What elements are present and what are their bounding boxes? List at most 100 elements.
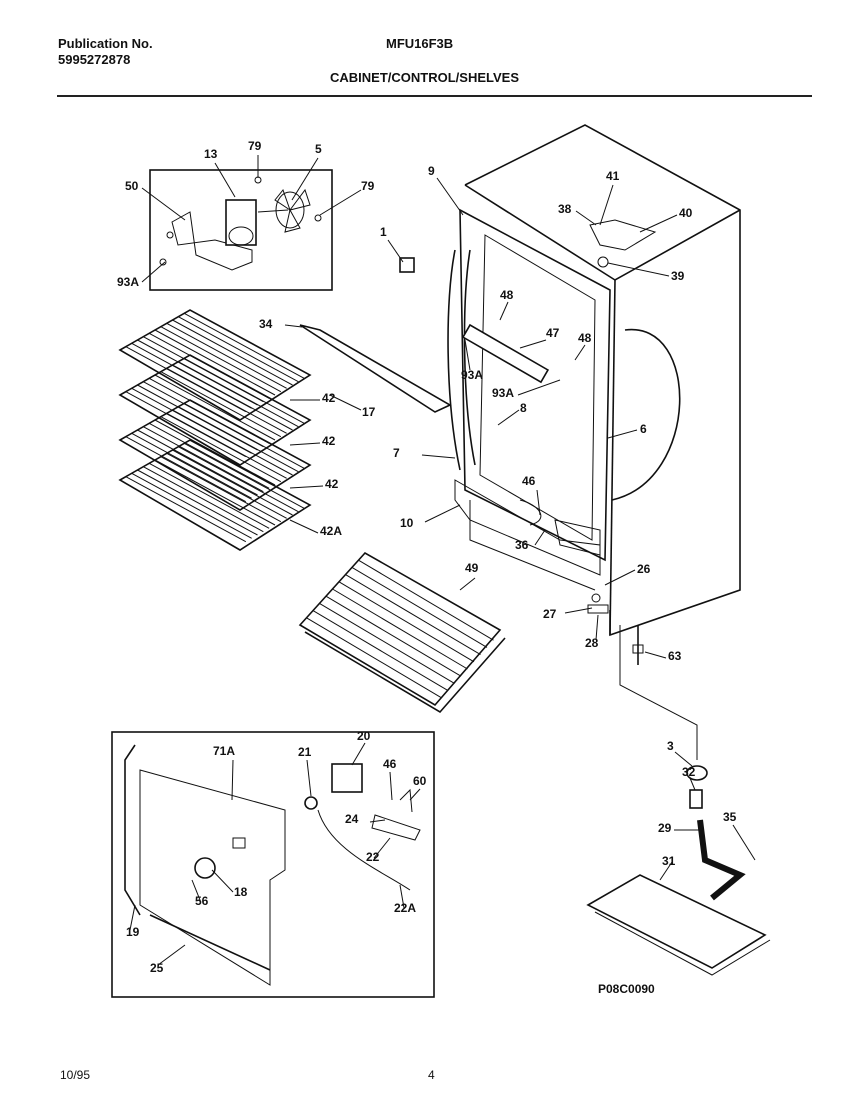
callout-leader-line (289, 519, 319, 534)
callout-leader-line (157, 944, 186, 966)
shelf-wire (166, 412, 287, 479)
callout-label: 48 (500, 288, 514, 302)
callout-label: 10 (400, 516, 414, 530)
callout-label: 39 (671, 269, 685, 283)
callout-leader-line (409, 788, 421, 801)
callout-label: 42 (325, 477, 339, 491)
callout-leader-line (607, 262, 670, 277)
callout-label: 3 (667, 739, 674, 753)
callout-leader-line (497, 409, 520, 426)
callout-leader-line (389, 771, 393, 801)
basket-wire (319, 602, 455, 684)
callout-label: 47 (546, 326, 560, 340)
callout-leader-line (464, 339, 471, 371)
shelf-wire (166, 452, 287, 519)
callout-label: 29 (658, 821, 672, 835)
callout-leader-line (536, 489, 541, 516)
shelf-wire (172, 319, 293, 386)
shelf-wire (125, 476, 247, 543)
callout-label: 26 (637, 562, 651, 576)
shelf-wire (172, 449, 293, 516)
callout-label: 8 (520, 401, 527, 415)
callout-label: 27 (543, 607, 557, 621)
callout-leader-line (141, 261, 166, 283)
shelf-wire (183, 357, 305, 424)
shelf-wire (154, 419, 276, 486)
callout-leader-line (674, 751, 693, 767)
callout-label: 46 (522, 474, 536, 488)
shelf-wire (178, 406, 299, 473)
callout-leader-line (211, 869, 234, 893)
callout-label: 41 (606, 169, 620, 183)
callout-leader-line (319, 189, 362, 216)
callout-leader-line (351, 742, 366, 766)
shelf-wire (178, 316, 299, 383)
callout-label: 31 (662, 854, 676, 868)
callout-leader-line (289, 485, 324, 489)
control-inset (111, 731, 435, 998)
callout-label: 38 (558, 202, 572, 216)
shelf-wire (148, 377, 270, 444)
basket-wire (306, 617, 442, 699)
callout-label: 20 (357, 729, 371, 743)
callout-label: 36 (515, 538, 529, 552)
shelf-wire (137, 429, 258, 496)
callout-leader-line (291, 157, 319, 201)
callout-label: 50 (125, 179, 139, 193)
callout-leader-line (607, 429, 638, 439)
callout-leader-line (129, 904, 136, 931)
cabinet-body (399, 124, 741, 665)
shelf-wire (154, 329, 276, 396)
callout-leader-line (564, 607, 593, 614)
callout-label: 25 (150, 961, 164, 975)
callout-leader-line (517, 379, 561, 396)
callout-label: 40 (679, 206, 693, 220)
shelf-wire (183, 312, 305, 379)
shelf-wire (160, 416, 282, 483)
footer-page: 4 (428, 1068, 435, 1082)
callout-leader-line (289, 442, 321, 446)
callout-leader-line (534, 529, 546, 546)
shelf-wire (160, 371, 282, 438)
callout-leader-line (639, 214, 678, 233)
shelf-grid-lines (125, 312, 305, 543)
shelf-wire (131, 432, 252, 499)
shelf-rail (299, 324, 452, 413)
callout-label: 24 (345, 812, 359, 826)
callout-leader-line (387, 239, 404, 263)
callout-label: 49 (465, 561, 479, 575)
basket-wire (345, 574, 481, 656)
callout-label: 46 (383, 757, 397, 771)
callout-leader-line (369, 819, 386, 823)
shelf-wire (154, 374, 276, 441)
publication-label: Publication No. (58, 36, 153, 51)
shelf-wire (137, 469, 258, 536)
shelf-wire (183, 442, 305, 509)
shelf-wire (172, 409, 293, 476)
basket-wire (312, 610, 449, 692)
callout-leader-line (574, 344, 586, 361)
shelf-wire (160, 456, 282, 523)
callout-label: 42A (320, 524, 342, 538)
callout-label: 93A (117, 275, 139, 289)
callout-label: 35 (723, 810, 737, 824)
model-number: MFU16F3B (386, 36, 454, 51)
callout-label: 48 (578, 331, 592, 345)
callout-label: 63 (668, 649, 682, 663)
callout-leader-line (499, 301, 509, 321)
page-title: CABINET/CONTROL/SHELVES (330, 70, 519, 85)
publication-number: 5995272878 (58, 52, 131, 67)
callout-leader-line (732, 824, 756, 861)
callout-label: 7 (393, 446, 400, 460)
callout-leader-line (436, 177, 464, 216)
callout-label: 18 (234, 885, 248, 899)
callout-leader-line (191, 879, 201, 901)
callout-leader-line (575, 210, 597, 226)
callout-label: 13 (204, 147, 218, 161)
callout-label: 22 (366, 850, 380, 864)
shelf-wire (178, 446, 299, 513)
callout-leader-line (231, 759, 234, 801)
callout-label: 22A (394, 901, 416, 915)
callout-label: 19 (126, 925, 140, 939)
